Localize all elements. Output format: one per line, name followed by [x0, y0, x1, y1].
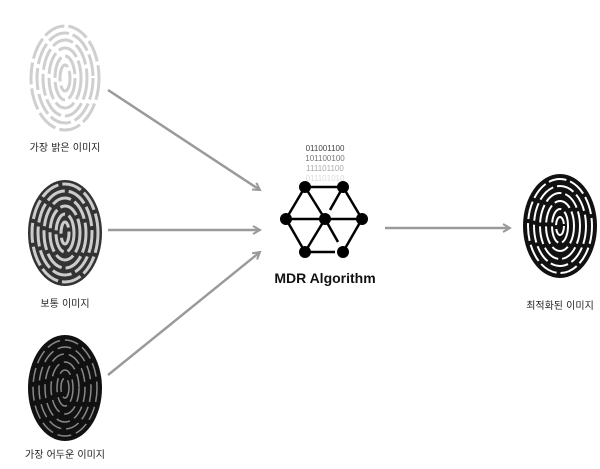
label-darkest: 가장 어두운 이미지 — [25, 450, 105, 461]
arrow-dark-to-algorithm — [107, 252, 260, 376]
fingerprint-medium-icon — [28, 180, 102, 286]
fingerprint-dark-icon — [28, 335, 102, 441]
label-optimized: 최적화된 이미지 — [526, 301, 594, 312]
binary-row: 011001100 — [305, 144, 345, 153]
binary-row: 101100100 — [305, 154, 345, 163]
fingerprint-optimized-icon — [523, 174, 597, 278]
label-normal: 보통 이미지 — [40, 299, 90, 310]
network-graph-icon — [280, 181, 368, 258]
label-brightest: 가장 밝은 이미지 — [29, 143, 101, 154]
algorithm-title: MDR Algorithm — [274, 270, 376, 286]
fingerprint-light-icon — [29, 24, 101, 132]
arrow-light-to-algorithm — [107, 88, 260, 190]
binary-row: 111101100 — [306, 164, 344, 173]
binary-row: 011101010 — [305, 174, 345, 183]
